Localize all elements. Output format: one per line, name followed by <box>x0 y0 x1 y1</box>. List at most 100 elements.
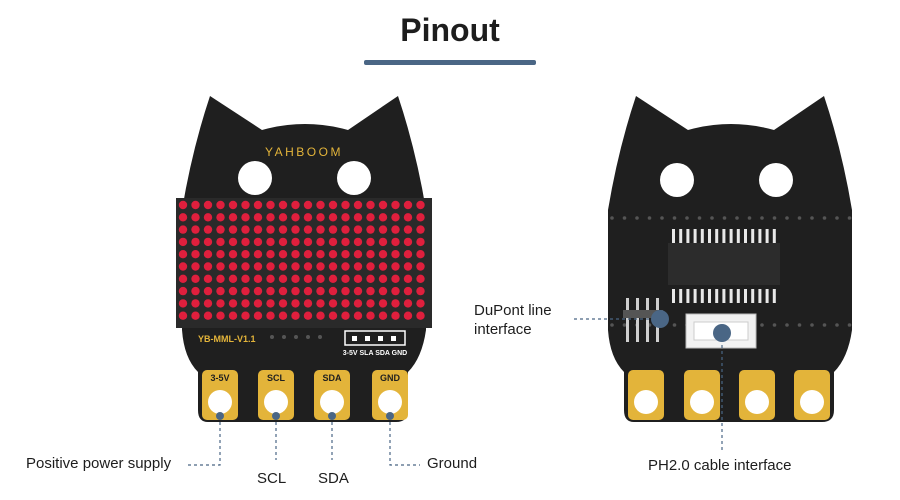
pad-sda: SDA <box>314 370 350 420</box>
led-dot <box>278 311 288 320</box>
led-dot <box>403 225 413 234</box>
pad-scl: SCL <box>258 370 294 420</box>
front-board: YAHBOOM YB-MML-V1.1 3-5V SLA SDA GND 3-5… <box>176 96 432 422</box>
page-title: Pinout <box>400 12 500 48</box>
led-dot <box>366 286 375 296</box>
label-sda: SDA <box>318 470 349 487</box>
led-dot <box>216 274 225 283</box>
led-dot <box>316 213 325 222</box>
pad-gnd: GND <box>372 370 408 420</box>
led-dot <box>228 225 238 234</box>
led-dot <box>291 286 300 296</box>
led-dot <box>366 213 375 222</box>
led-dot <box>216 262 225 271</box>
led-dot <box>278 237 288 247</box>
led-dot <box>228 237 238 247</box>
led-dot <box>366 237 375 247</box>
led-matrix <box>178 200 425 320</box>
led-dot <box>241 286 250 296</box>
led-dot <box>391 274 400 283</box>
led-dot <box>391 237 400 247</box>
led-dot <box>341 237 350 247</box>
led-dot <box>303 237 313 247</box>
led-dot <box>216 250 225 259</box>
led-dot <box>216 213 225 222</box>
led-dot <box>316 200 325 210</box>
led-dot <box>278 250 288 259</box>
led-dot <box>291 274 300 283</box>
pad-label: 3-5V <box>210 373 229 383</box>
connector-label: 3-5V SLA SDA GND <box>343 350 407 357</box>
back-pads <box>628 370 830 420</box>
led-dot <box>216 200 225 210</box>
led-dot <box>241 262 250 271</box>
led-dot <box>416 200 425 210</box>
led-dot <box>241 250 250 259</box>
led-dot <box>228 250 238 259</box>
led-dot <box>253 225 263 234</box>
front-connector <box>344 330 406 346</box>
led-dot <box>191 213 200 222</box>
led-dot <box>203 274 213 283</box>
led-dot <box>253 311 263 320</box>
led-dot <box>303 311 313 320</box>
led-dot <box>291 262 300 271</box>
led-dot <box>266 225 275 234</box>
led-dot <box>341 299 350 308</box>
pad-label: SCL <box>267 373 286 383</box>
led-dot <box>353 250 363 259</box>
led-dot <box>353 274 363 283</box>
led-dot <box>191 286 200 296</box>
led-dot <box>178 274 188 283</box>
led-dot <box>278 213 288 222</box>
led-dot <box>353 200 363 210</box>
led-dot <box>353 286 363 296</box>
led-dot <box>378 311 388 320</box>
led-dot <box>253 274 263 283</box>
label-positive-power: Positive power supply <box>26 455 172 472</box>
title-underline <box>364 60 536 65</box>
front-connector-pins <box>352 336 396 341</box>
front-dot-row <box>270 335 322 339</box>
led-dot <box>216 225 225 234</box>
led-dot <box>191 311 200 320</box>
right-eye-hole <box>337 161 371 195</box>
led-dot <box>253 262 263 271</box>
led-dot <box>416 311 425 320</box>
led-dot <box>228 299 238 308</box>
led-dot <box>291 213 300 222</box>
led-dot <box>316 299 325 308</box>
led-dot <box>341 225 350 234</box>
led-dot <box>391 213 400 222</box>
led-dot <box>316 250 325 259</box>
led-dot <box>266 213 275 222</box>
led-dot <box>391 299 400 308</box>
led-dot <box>228 200 238 210</box>
led-dot <box>378 213 388 222</box>
led-dot <box>353 213 363 222</box>
led-dot <box>353 311 363 320</box>
led-dot <box>241 213 250 222</box>
led-dot <box>203 250 213 259</box>
led-dot <box>353 225 363 234</box>
led-dot <box>366 311 375 320</box>
callout-lines <box>188 318 723 466</box>
led-dot <box>328 286 338 296</box>
led-dot <box>403 262 413 271</box>
led-dot <box>191 237 200 247</box>
led-dot <box>216 299 225 308</box>
led-dot <box>253 213 263 222</box>
led-dot <box>203 237 213 247</box>
led-dot <box>216 311 225 320</box>
led-dot <box>228 274 238 283</box>
callout-line-power <box>188 416 221 466</box>
led-dot <box>228 262 238 271</box>
led-dot <box>378 262 388 271</box>
led-dot <box>403 213 413 222</box>
led-dot <box>328 262 338 271</box>
led-dot <box>203 262 213 271</box>
led-dot <box>303 262 313 271</box>
label-scl: SCL <box>257 470 287 487</box>
led-dot <box>391 225 400 234</box>
led-dot <box>403 237 413 247</box>
